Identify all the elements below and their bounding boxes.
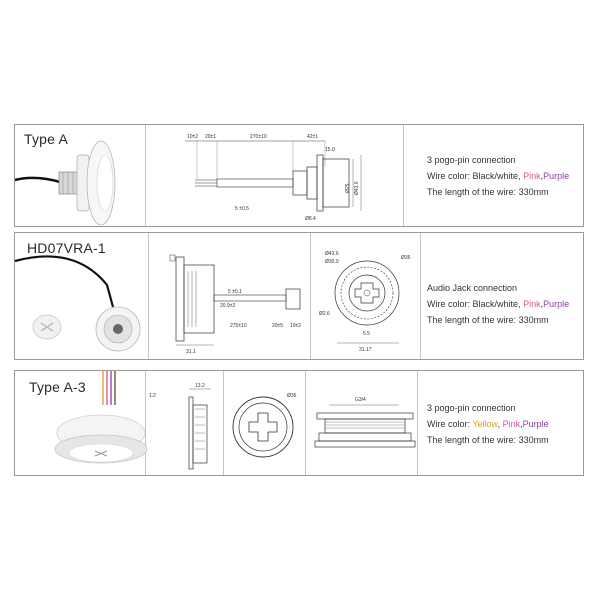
svg-text:15.0: 15.0 (325, 147, 335, 153)
column-divider (310, 233, 311, 359)
column-divider (145, 125, 146, 226)
product-photo-hd07vra-1 (14, 255, 141, 352)
svg-text:31.1: 31.1 (186, 349, 196, 355)
product-title: Type A (24, 131, 69, 147)
column-divider (417, 371, 418, 475)
svg-text:5.5: 5.5 (363, 331, 370, 337)
svg-text:20±1: 20±1 (205, 134, 216, 140)
drawing-type-a-3-thread: G3/4 (314, 397, 416, 448)
spec-text-hd07vra-1: Audio Jack connection Wire color: Black/… (427, 280, 569, 328)
wire-length-line: The length of the wire: 330mm (427, 315, 549, 325)
product-photo-type-a (14, 140, 116, 226)
column-divider (223, 371, 224, 475)
svg-text:Ø43.6: Ø43.6 (354, 181, 360, 195)
product-title: Type A-3 (29, 379, 86, 395)
connection-type: Audio Jack connection (427, 283, 518, 293)
spec-text-type-a-3: 3 pogo-pin connection Wire color: Yellow… (427, 400, 549, 448)
svg-text:20±5: 20±5 (272, 323, 283, 329)
column-divider (145, 371, 146, 475)
svg-text:Ø43.6: Ø43.6 (325, 251, 339, 257)
svg-text:270±10: 270±10 (250, 134, 267, 140)
product-row-type-a: Type A 10±2 20±1 270±10 42±1 15.0 Ø25 Ø (14, 124, 584, 227)
wire-color-line: Wire color: Black/white, Pink,Purple (427, 171, 570, 181)
svg-text:Ø30.9: Ø30.9 (325, 259, 339, 265)
svg-text:5 ±0.5: 5 ±0.5 (235, 206, 249, 212)
drawing-type-a-3-front: Ø36 (232, 393, 297, 458)
svg-text:1.2: 1.2 (149, 393, 156, 399)
drawing-type-a-side: 10±2 20±1 270±10 42±1 15.0 Ø25 Ø43.6 5 ±… (185, 134, 362, 222)
column-divider (420, 233, 421, 359)
svg-text:10±2: 10±2 (290, 323, 301, 329)
svg-text:G3/4: G3/4 (355, 397, 366, 403)
connection-type: 3 pogo-pin connection (427, 155, 516, 165)
drawing-type-a-3-side: 1.2 13.2 (149, 383, 211, 470)
svg-text:Ø8.4: Ø8.4 (305, 216, 316, 222)
wire-length-line: The length of the wire: 330mm (427, 435, 549, 445)
svg-text:Ø36: Ø36 (401, 255, 411, 261)
connection-type: 3 pogo-pin connection (427, 403, 516, 413)
svg-text:5 ±0.1: 5 ±0.1 (228, 289, 242, 295)
wire-length-line: The length of the wire: 330mm (427, 187, 549, 197)
svg-text:Ø2.6: Ø2.6 (319, 311, 330, 317)
drawing-hd07vra-1-side: 5 ±0.1 20.9±2 275±10 20±5 10±2 31.1 (169, 254, 301, 355)
product-photo-type-a-3 (54, 371, 148, 464)
spec-text-type-a: 3 pogo-pin connection Wire color: Black/… (427, 152, 569, 200)
product-row-type-a-3: Type A-3 1.2 13.2 Ø36 G3/4 (14, 370, 584, 476)
svg-text:Ø36: Ø36 (287, 393, 297, 399)
column-divider (305, 371, 306, 475)
svg-text:275±10: 275±10 (230, 323, 247, 329)
svg-text:31.17: 31.17 (359, 347, 372, 353)
svg-text:20.9±2: 20.9±2 (220, 303, 235, 309)
column-divider (148, 233, 149, 359)
svg-text:10±2: 10±2 (187, 134, 198, 140)
wire-color-line: Wire color: Black/white, Pink,Purple (427, 299, 570, 309)
drawing-hd07vra-1-front: Ø43.6 Ø30.9 Ø36 Ø2.6 5.5 31.17 (319, 251, 411, 353)
product-title: HD07VRA-1 (27, 240, 106, 256)
wire-color-line: Wire color: Yellow, Pink,Purple (427, 419, 549, 429)
column-divider (403, 125, 404, 226)
product-row-hd07vra-1: HD07VRA-1 5 ±0.1 20.9±2 275±10 20±5 10±2… (14, 232, 584, 360)
svg-text:42±1: 42±1 (307, 134, 318, 140)
svg-text:13.2: 13.2 (195, 383, 205, 389)
svg-text:Ø25: Ø25 (345, 183, 351, 193)
